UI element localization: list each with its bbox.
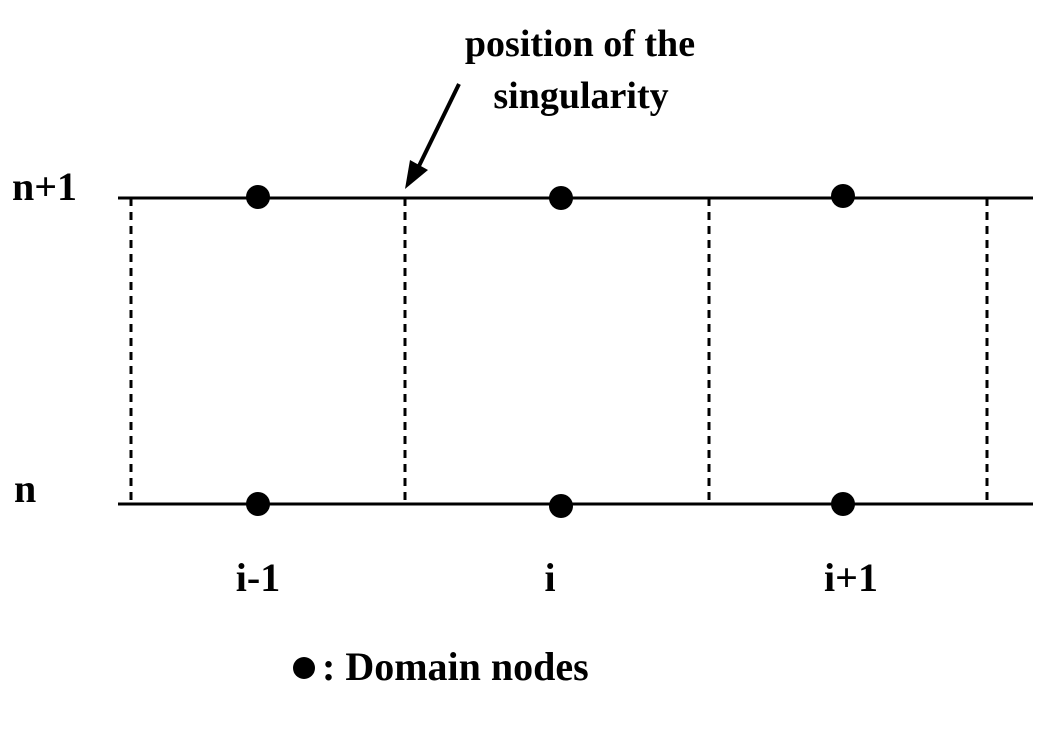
time-level-label-upper: n+1 [12,164,77,209]
domain-node [831,492,855,516]
domain-node [831,184,855,208]
domain-node [246,185,270,209]
arrow-icon [405,83,461,189]
annotation-line-1: position of the [465,23,695,65]
cell-index-label: i+1 [824,555,878,600]
cell-index-label: i-1 [236,555,280,600]
domain-node [549,494,573,518]
annotation-line-2: singularity [493,75,668,117]
legend-node-marker-icon [293,657,315,679]
domain-node [549,186,573,210]
legend-text: : Domain nodes [322,644,589,689]
domain-node [246,492,270,516]
cell-index-label: i [544,555,555,600]
time-level-label-lower: n [14,466,36,511]
